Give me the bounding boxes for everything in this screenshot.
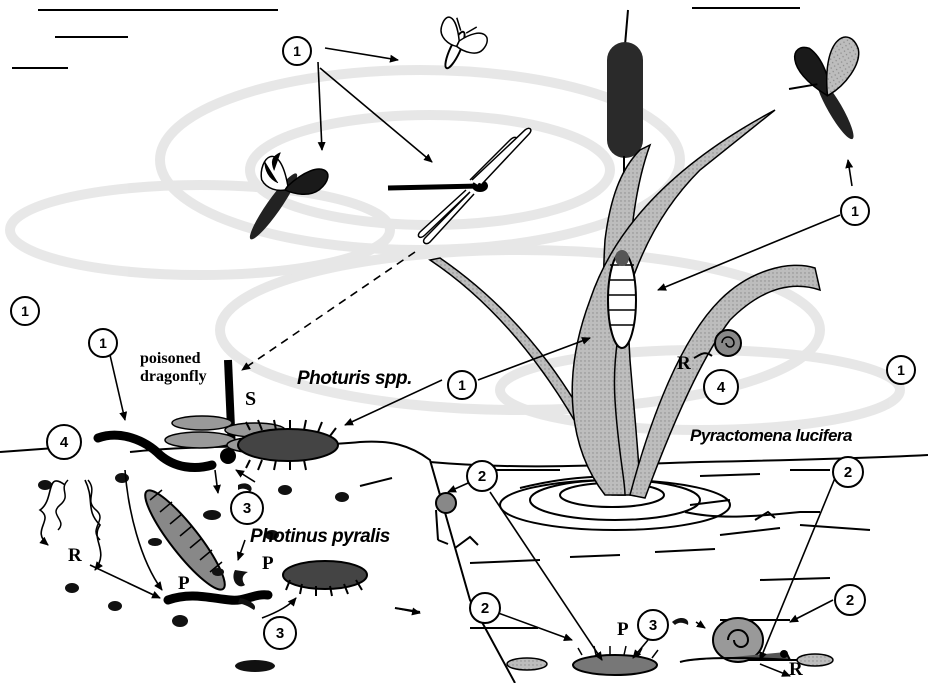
sky-lines (12, 8, 800, 68)
letter-r-leaf: R (677, 353, 691, 375)
stage-marker-1-top: 1 (282, 36, 312, 66)
letter-s: S (245, 388, 256, 411)
squiggles (56, 480, 100, 540)
photinus-larva (283, 561, 367, 596)
letter-p-pond: P (617, 619, 629, 641)
label-poisoned-line2: dragonfly (140, 368, 207, 386)
cattail-head (607, 42, 643, 158)
letter-p-ground-right: P (262, 553, 274, 575)
label-photinus: Photinus pyralis (250, 526, 390, 548)
stage-marker-1-left: 1 (10, 296, 40, 326)
stage-marker-2-bottom-left: 2 (469, 592, 501, 624)
firefly-top-right (774, 23, 896, 154)
stage-marker-1-right: 1 (840, 196, 870, 226)
larva-on-cattail (608, 250, 636, 348)
label-poisoned-line1: poisoned (140, 350, 207, 368)
stage-marker-2-pond-left: 2 (466, 460, 498, 492)
stage-marker-3-ground: 3 (230, 491, 264, 525)
stage-marker-3-pond: 3 (637, 609, 669, 641)
stage-marker-3-soil: 3 (263, 616, 297, 650)
letter-r-bottom: R (789, 659, 803, 681)
bottom-larva (573, 646, 658, 675)
label-pyractomena: Pyractomena lucifera (690, 426, 852, 446)
letter-r-ground: R (68, 545, 82, 567)
stage-marker-2-bottom-right: 2 (834, 584, 866, 616)
stage-marker-4-ground: 4 (46, 424, 82, 460)
stage-marker-2-pond-right: 2 (832, 456, 864, 488)
label-poisoned: poisoned dragonfly (140, 350, 207, 386)
bottom-snail (680, 618, 790, 662)
stage-marker-1-ground: 1 (88, 328, 118, 358)
letter-p-ground-left: P (178, 573, 190, 595)
label-photuris: Photuris spp. (297, 368, 412, 390)
stage-marker-1-photuris: 1 (447, 370, 477, 400)
stage-marker-1-far-right: 1 (886, 355, 916, 385)
ground-lines (0, 442, 928, 683)
stage-marker-4-leaf: 4 (703, 369, 739, 405)
pincers (233, 483, 688, 625)
